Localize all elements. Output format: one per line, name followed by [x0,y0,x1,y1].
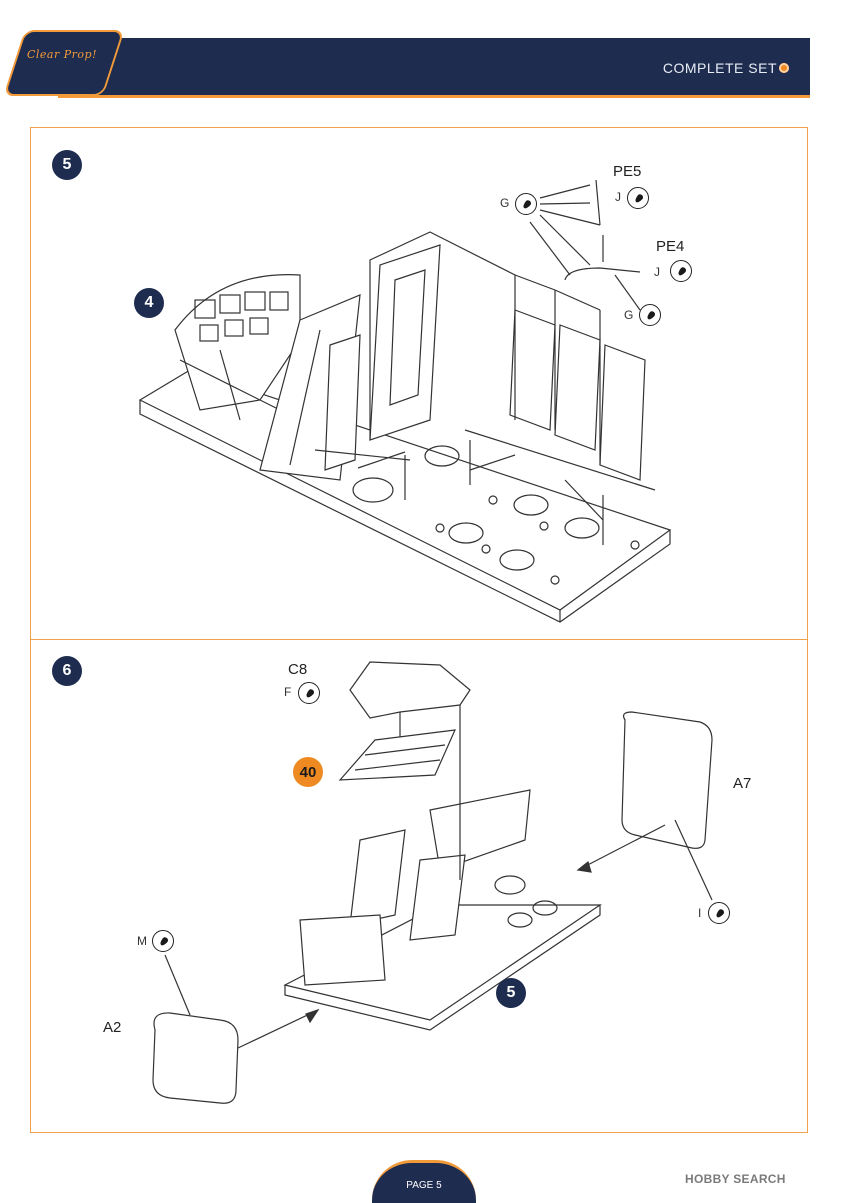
paint-drop-icon [152,930,174,952]
paint-drop-icon [670,260,692,282]
photo-etch-40-badge: 40 [293,757,323,787]
paint-code-m: M [137,934,147,948]
paint-drop-icon [515,193,537,215]
part-label-c8: C8 [288,661,308,678]
front-seat-drawing [314,244,441,500]
photo-etch-40-drawing [338,729,456,781]
step-6-panel [30,639,808,1133]
header-bullet-icon [779,63,789,73]
paint-drop-icon [639,304,661,326]
paint-code-g-upper: G [500,196,510,210]
brand-logo-text: Clear Prop! [26,48,97,61]
paint-drop-icon [298,682,320,704]
part-label-pe5: PE5 [613,163,642,180]
paint-code-g-lower: G [624,308,634,322]
part-a7-drawing [576,711,713,901]
paint-drop-icon [627,187,649,209]
paint-code-f: F [284,685,292,699]
paint-code-i: I [698,906,702,920]
watermark: HOBBY SEARCH [685,1172,786,1186]
page-number: PAGE 5 [406,1180,442,1191]
step-5-number-badge: 5 [52,150,82,180]
step-6-floor-drawing [283,875,602,1031]
paint-drop-icon [708,902,730,924]
rear-seat-racks-drawing [464,309,656,545]
paint-code-j-upper: J [615,190,621,204]
part-label-pe4: PE4 [656,238,685,255]
step-6-seats-drawing [299,700,531,986]
part-a2-drawing [152,954,320,1104]
step-5-guide-lines [369,179,641,465]
paint-code-j-lower: J [654,265,660,279]
footer-page-tab [372,1160,476,1203]
part-c8-drawing [349,661,471,719]
header-title: COMPLETE SET [662,60,777,76]
part-label-a7: A7 [733,775,752,792]
part-label-a2: A2 [103,1019,122,1036]
header-band [58,38,810,98]
step-6-number-badge: 6 [52,656,82,686]
subassembly-5-callout: 5 [496,978,526,1008]
subassembly-4-callout: 4 [134,288,164,318]
